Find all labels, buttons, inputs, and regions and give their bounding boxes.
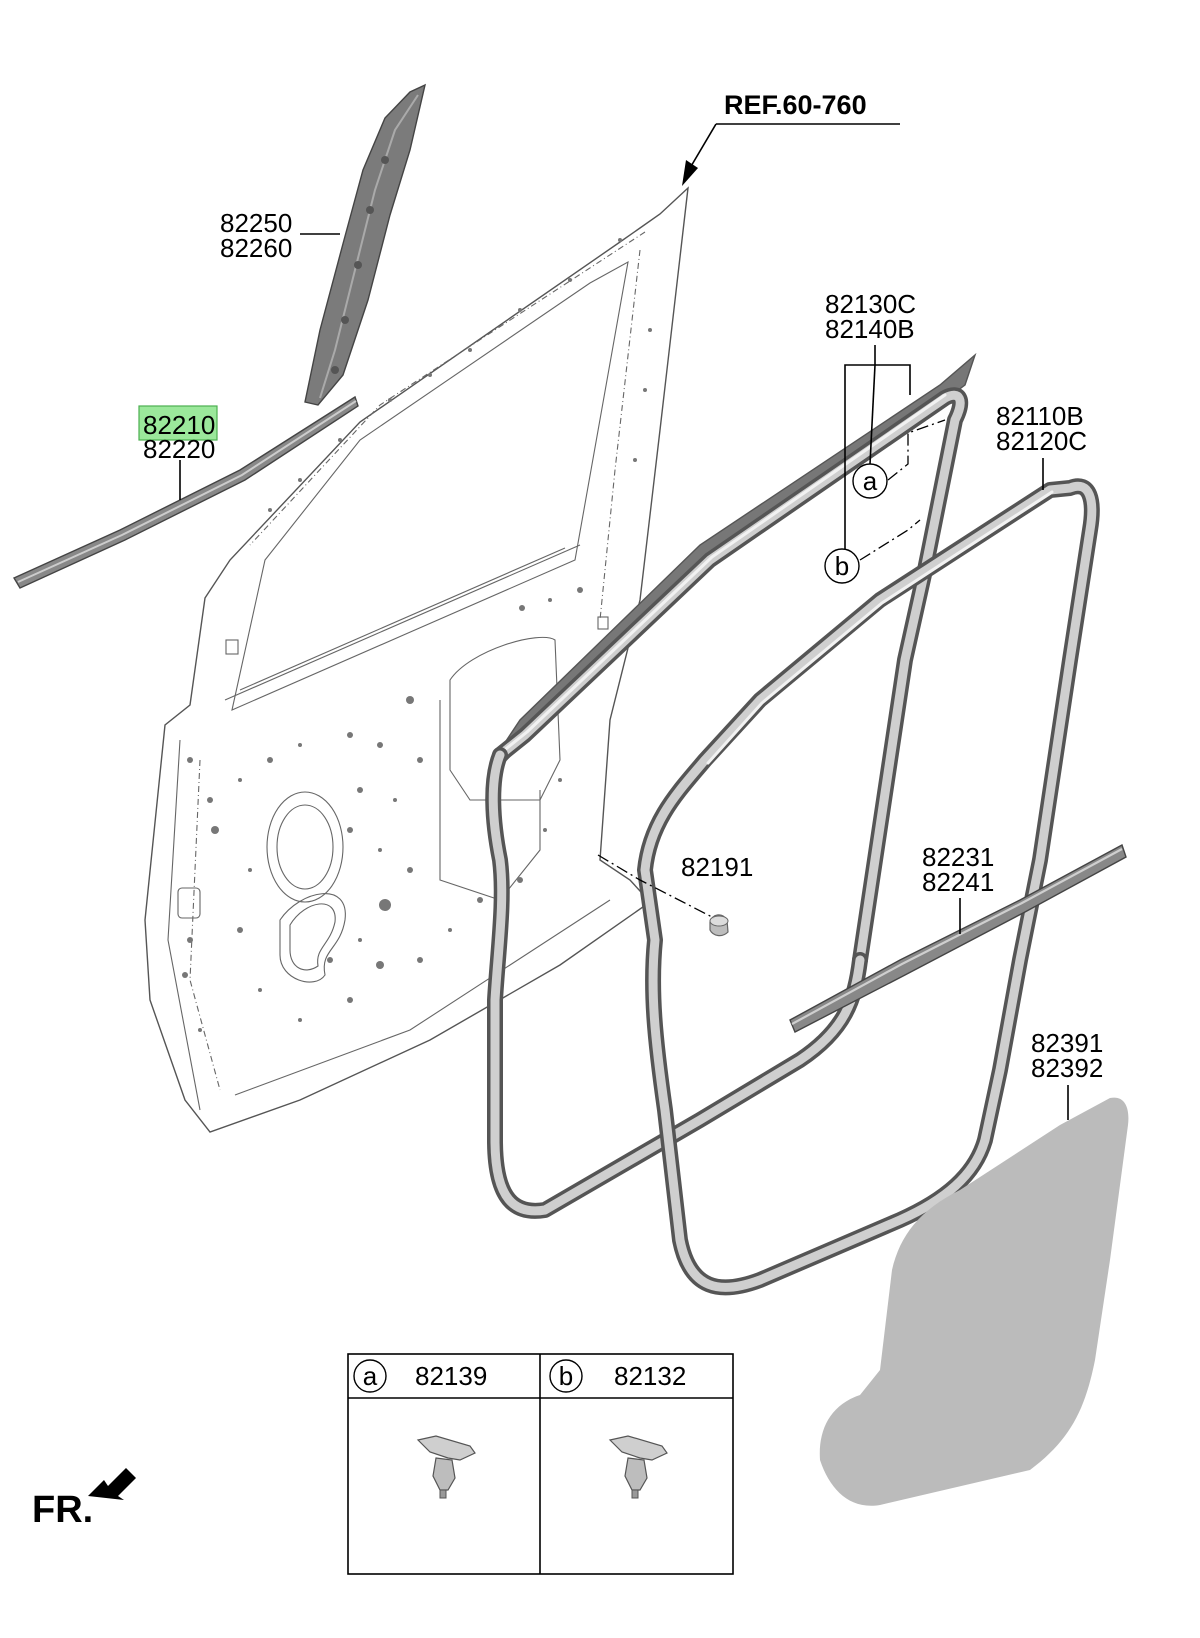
legend-cell-a: a 82139 [353, 1359, 487, 1499]
clip-82132-icon [608, 1435, 668, 1499]
callout-82130: 82130C 82140B [825, 289, 916, 344]
part-number-82120c: 82120C [996, 426, 1087, 456]
belt-weatherstrip-82231 [789, 843, 1127, 1033]
legend-marker-b: b [559, 1361, 573, 1391]
part-number-82191: 82191 [681, 852, 753, 882]
callout-82391: 82391 82392 [1031, 1028, 1103, 1083]
plug-82191 [709, 914, 729, 937]
weatherstrip-82130 [485, 352, 977, 1219]
callout-82250: 82250 82260 [220, 208, 292, 263]
part-number-82260: 82260 [220, 233, 292, 263]
callout-ref: REF.60-760 [724, 90, 867, 120]
marker-a-label: a [863, 466, 878, 496]
front-direction-indicator: FR. [32, 1468, 136, 1531]
belt-moulding-82210 [12, 395, 359, 589]
part-number-82391: 82391 [1031, 1028, 1103, 1058]
pillar-garnish-82250 [304, 83, 427, 406]
weatherstrip-82110 [637, 478, 1100, 1296]
front-label: FR. [32, 1489, 93, 1531]
legend-table: a 82139 b 82132 [347, 1353, 734, 1575]
part-number-82220: 82220 [143, 434, 215, 464]
part-number-82110b: 82110B [996, 401, 1084, 431]
part-number-82250: 82250 [220, 208, 292, 238]
part-number-82231: 82231 [922, 842, 994, 872]
marker-b-label: b [835, 551, 849, 581]
callout-82231: 82231 82241 [922, 842, 994, 897]
legend-marker-a: a [363, 1361, 378, 1391]
callout-82110: 82110B 82120C [996, 401, 1087, 456]
front-arrow-icon [88, 1468, 136, 1500]
sealing-cover-82391 [819, 1097, 1129, 1506]
ref-label: REF.60-760 [724, 90, 867, 120]
highlight-box [138, 405, 218, 441]
callout-82210: 82210 82220 [138, 405, 218, 464]
legend-part-82132: 82132 [614, 1361, 686, 1391]
part-number-82241: 82241 [922, 867, 994, 897]
marker-b: b [824, 548, 860, 584]
legend-cell-b: b 82132 [549, 1359, 686, 1499]
legend-part-82139: 82139 [415, 1361, 487, 1391]
part-number-82130c: 82130C [825, 289, 916, 319]
marker-a: a [852, 463, 888, 499]
leader-lines [179, 123, 1069, 1120]
callout-82191: 82191 [681, 852, 753, 882]
part-number-82392: 82392 [1031, 1053, 1103, 1083]
part-number-82210[interactable]: 82210 [143, 410, 215, 440]
part-number-82140b: 82140B [825, 314, 915, 344]
door-panel [144, 186, 689, 1133]
door-holes [182, 238, 652, 1032]
clip-82139-icon [416, 1435, 476, 1499]
